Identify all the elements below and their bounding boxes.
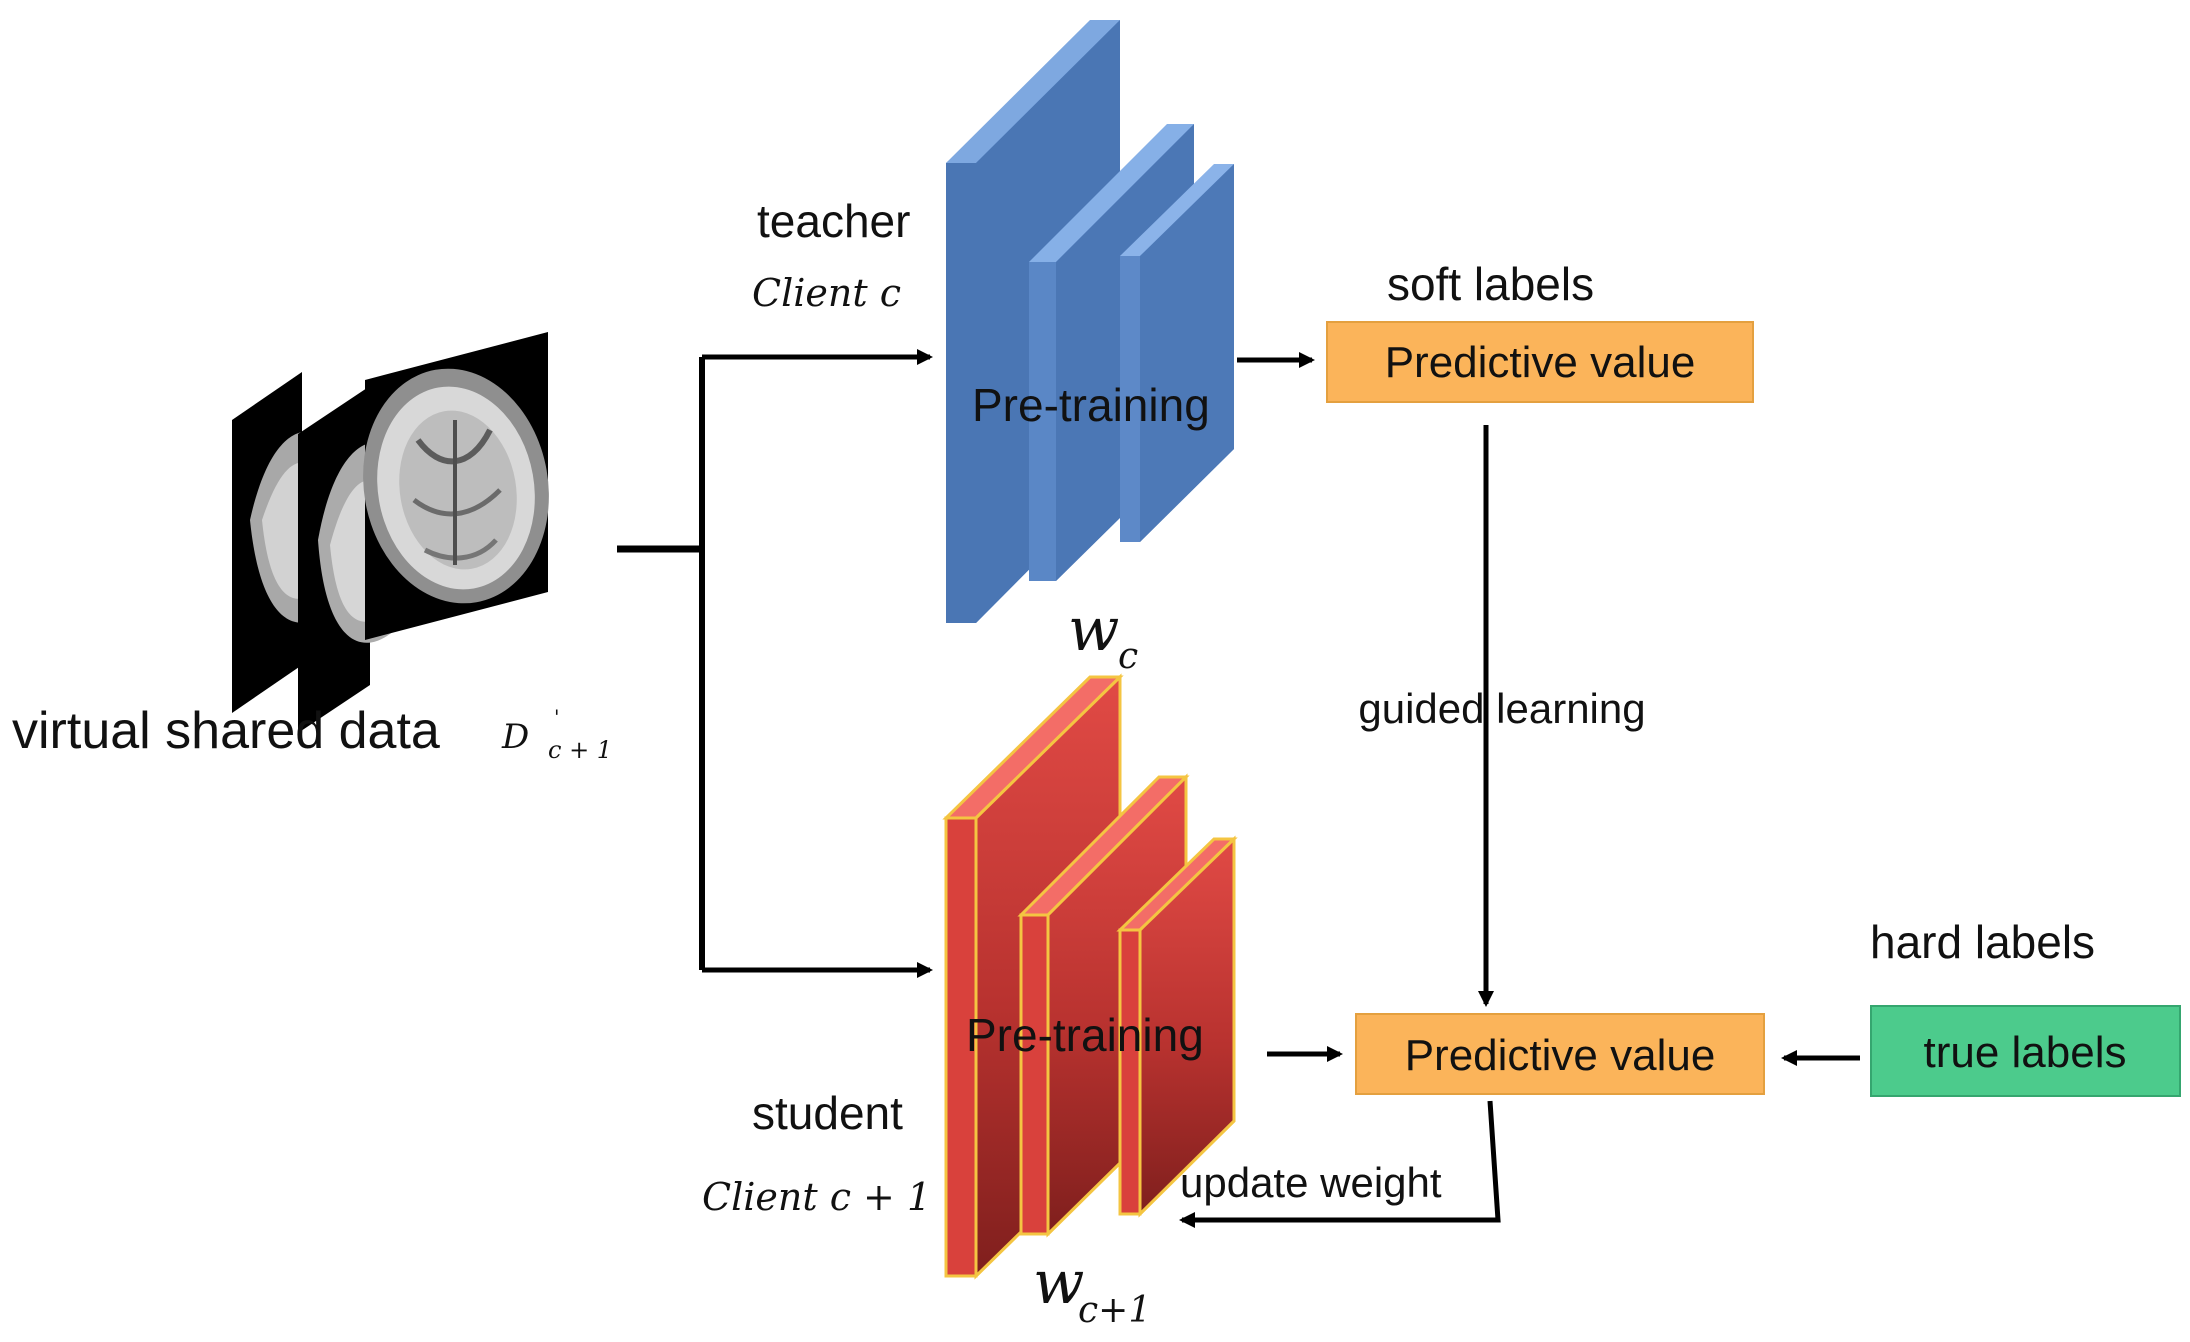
update-weight-feedback	[1179, 1100, 1501, 1228]
teacher-layer-3	[1120, 164, 1234, 542]
input-split-connector	[617, 349, 933, 978]
teacher-network	[946, 20, 1234, 623]
student-network	[942, 673, 1238, 1280]
input-image-stack	[232, 332, 549, 733]
soft-labels-title: soft labels	[1387, 258, 1594, 310]
teacher-role-label: teacher	[757, 195, 910, 247]
teacher-weight-subscript: c	[1118, 636, 1138, 677]
input-label: virtual shared data	[12, 702, 440, 760]
student-client-label: Client c + 1	[702, 1175, 931, 1219]
student-output-box	[1355, 1013, 1765, 1095]
student-output-box-label: Predictive value	[1405, 1031, 1716, 1080]
update-weight-label: update weight	[1180, 1159, 1442, 1206]
student-pretraining-label: Pre-training	[966, 1009, 1204, 1061]
soft-labels-box-label: Predictive value	[1385, 338, 1696, 387]
student-role-label: student	[752, 1087, 903, 1139]
student-layer-3	[1116, 835, 1238, 1218]
teacher-pretraining-label: Pre-training	[972, 379, 1210, 431]
input-math-symbol: D	[501, 717, 529, 757]
true-labels-box	[1870, 1005, 2181, 1097]
soft-labels-box	[1326, 321, 1754, 403]
hard-labels-title: hard labels	[1870, 916, 2095, 968]
student-weight-subscript: c+1	[1078, 1290, 1151, 1331]
true-labels-box-label: true labels	[1923, 1028, 2126, 1077]
input-math-subscript: c + 1	[548, 736, 612, 764]
mri-slice-front	[363, 332, 549, 640]
teacher-weight-symbol: w	[1068, 595, 1119, 665]
student-weight-symbol: w	[1033, 1248, 1084, 1318]
teacher-client-label: Client c	[752, 271, 901, 315]
input-math-prime: '	[554, 705, 560, 729]
guided-learning-label: guided learning	[1358, 685, 1645, 732]
